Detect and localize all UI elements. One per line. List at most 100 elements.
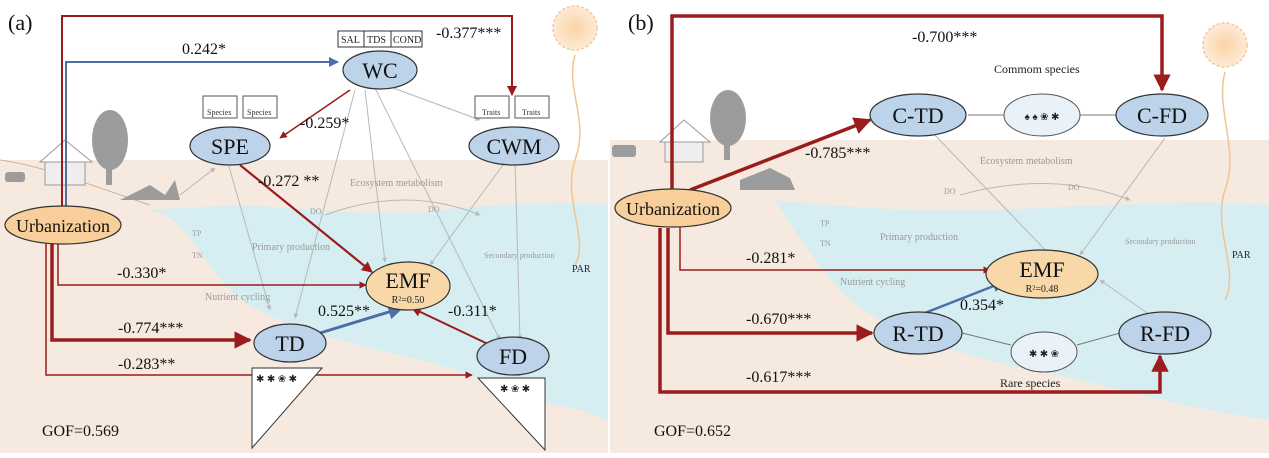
panel-a: PAR Ecosystem metabolism Primary product… (0, 5, 608, 453)
primary-production-label: Primary production (252, 242, 330, 253)
nutrient-cycling-label: Nutrient cycling (205, 292, 270, 303)
node-ctd-label: C-TD (892, 103, 943, 128)
path-td-emf (319, 304, 404, 335)
node-wc-label: WC (362, 58, 397, 83)
common-species-label: Commom species (994, 62, 1080, 76)
coef-urb-emf: -0.330* (117, 265, 166, 282)
cwm-box-2: Traits (522, 108, 540, 117)
rare-species-group: ✱ ✱ ❀ Rare species (1000, 331, 1078, 390)
fd-organism-glyphs: ✱ ❀ ✱ (500, 384, 530, 395)
do-label-2-b: DO (1068, 183, 1080, 192)
node-spe-label: SPE (211, 134, 249, 159)
do-label-2: DO (428, 205, 440, 214)
par-ray-b (1220, 71, 1231, 301)
node-rfd: R-FD (1118, 311, 1212, 355)
gof-a: GOF=0.569 (42, 423, 119, 440)
path-urb-emf-b (679, 225, 991, 274)
node-urbanization-b: Urbanization (614, 188, 732, 228)
cwm-box-1: Traits (482, 108, 500, 117)
path-urb-ctd (689, 117, 872, 192)
fd-species-triangle (476, 377, 546, 452)
cwm-box: Traits Traits (474, 95, 550, 119)
wc-box-sal: SAL (341, 35, 360, 46)
path-urb-td (50, 240, 252, 349)
coef-urb-emf-b: -0.281* (746, 250, 795, 267)
node-cfd: C-FD (1115, 93, 1209, 137)
node-td: TD (253, 323, 327, 363)
td-species-triangle (251, 367, 324, 450)
path-fd-emf (411, 307, 491, 346)
spe-box: Species Species (202, 95, 278, 119)
node-cwm: CWM (468, 126, 560, 166)
panel-b-label: (b) (628, 10, 654, 35)
path-urb-fd-top (61, 15, 517, 210)
path-urb-rtd (666, 228, 874, 342)
coef-td-emf: 0.525** (318, 303, 370, 320)
do-label-1: DO (310, 207, 322, 216)
panel-a-label: (a) (8, 10, 32, 35)
coef-urb-td: -0.774*** (118, 320, 183, 337)
common-species-group: ♠ ♠ ❀ ✱ Commom species (994, 62, 1081, 137)
node-emf-a: EMF R²=0.50 (365, 261, 451, 311)
td-organism-glyphs: ✱ ✱ ❀ ✱ (256, 374, 297, 385)
wc-box-tds: TDS (367, 35, 386, 46)
node-rtd: R-TD (873, 311, 963, 355)
node-urbanization-a: Urbanization (4, 205, 122, 245)
path-urb-emf (57, 240, 367, 289)
sem-paths (45, 15, 517, 379)
spe-box-1: Species (207, 108, 231, 117)
node-rfd-label: R-FD (1140, 321, 1190, 346)
tp-label: TP (192, 229, 202, 238)
wc-variable-box: SAL TDS COND (337, 30, 423, 48)
path-urb-wc (65, 57, 339, 210)
node-td-label: TD (275, 331, 304, 356)
node-emf-r2: R²=0.50 (392, 295, 425, 306)
do-label-1-b: DO (944, 187, 956, 196)
node-fd-label: FD (499, 344, 527, 369)
coef-urb-ctd: -0.785*** (805, 145, 870, 162)
rare-species-label: Rare species (1000, 376, 1061, 390)
spe-box-2: Species (247, 108, 271, 117)
common-species-glyphs: ♠ ♠ ❀ ✱ (1025, 112, 1060, 123)
node-urbanization-label: Urbanization (16, 216, 110, 236)
coef-fd-emf: -0.311* (448, 303, 497, 320)
water-body-b (775, 200, 1269, 420)
node-emf-b-label: EMF (1019, 257, 1064, 282)
node-emf-label: EMF (385, 268, 430, 293)
par-ray (570, 54, 581, 266)
secondary-production-label: Secondary production (484, 251, 554, 260)
coef-urb-wc: 0.242* (182, 41, 226, 58)
path-urb-fd (45, 240, 473, 379)
par-label-b: PAR (1232, 250, 1251, 261)
node-spe: SPE (189, 126, 271, 166)
secondary-production-label-b: Secondary production (1125, 237, 1195, 246)
nutrient-cycling-label-b: Nutrient cycling (840, 277, 905, 288)
tn-label: TN (192, 251, 203, 260)
sun-icon-b (1202, 22, 1248, 68)
wc-box-cond: COND (393, 35, 421, 46)
node-ctd: C-TD (869, 93, 967, 137)
node-wc: WC (342, 50, 418, 90)
node-rtd-label: R-TD (892, 321, 943, 346)
node-emf-b: EMF R²=0.48 (985, 249, 1099, 299)
sun-icon (552, 5, 598, 51)
sem-paths-b (658, 14, 1171, 394)
coef-urb-rfd: -0.617*** (746, 369, 811, 386)
path-wc-spe (279, 89, 351, 139)
panel-b: PAR Ecosystem metabolism Primary product… (610, 10, 1269, 453)
node-cwm-label: CWM (487, 134, 542, 159)
primary-production-label-b: Primary production (880, 232, 958, 243)
rare-rfd-link (1076, 332, 1121, 346)
coef-urb-fd-top: -0.377*** (436, 25, 501, 42)
path-spe-emf (239, 164, 373, 273)
coef-urb-rtd: -0.670*** (746, 311, 811, 328)
coef-urb-cfd: -0.700*** (912, 29, 977, 46)
rare-species-glyphs: ✱ ✱ ❀ (1029, 349, 1059, 360)
path-urb-cfd (670, 14, 1171, 195)
tp-label-b: TP (820, 219, 830, 228)
coef-rtd-emf: 0.354* (960, 297, 1004, 314)
node-cfd-label: C-FD (1137, 103, 1187, 128)
ecosystem-label-b: Ecosystem metabolism (980, 156, 1073, 167)
